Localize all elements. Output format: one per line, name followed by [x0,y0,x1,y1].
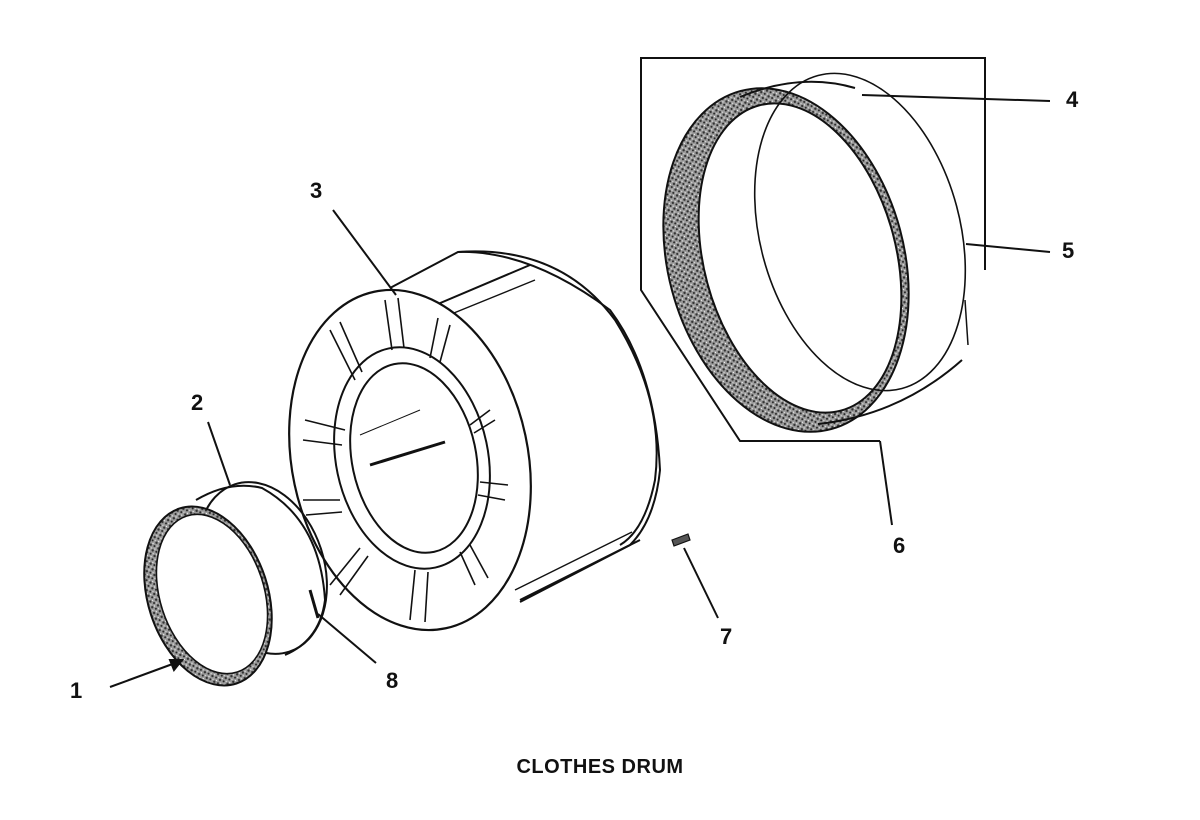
rear-seal-ring [627,50,999,460]
rear-panel-outline [641,58,985,441]
callout-1: 1 [70,678,83,703]
callout-5: 5 [1062,238,1075,263]
leader-lines [110,95,1050,687]
callout-2: 2 [191,390,204,415]
clothes-drum [259,251,660,652]
callout-6: 6 [893,533,906,558]
callout-7: 7 [720,624,733,649]
callout-4: 4 [1066,87,1079,112]
drum-clip [672,534,690,546]
callout-8: 8 [386,668,399,693]
front-felt-ring [123,490,294,702]
diagram-caption: CLOTHES DRUM [516,756,684,778]
callout-3: 3 [310,178,323,203]
